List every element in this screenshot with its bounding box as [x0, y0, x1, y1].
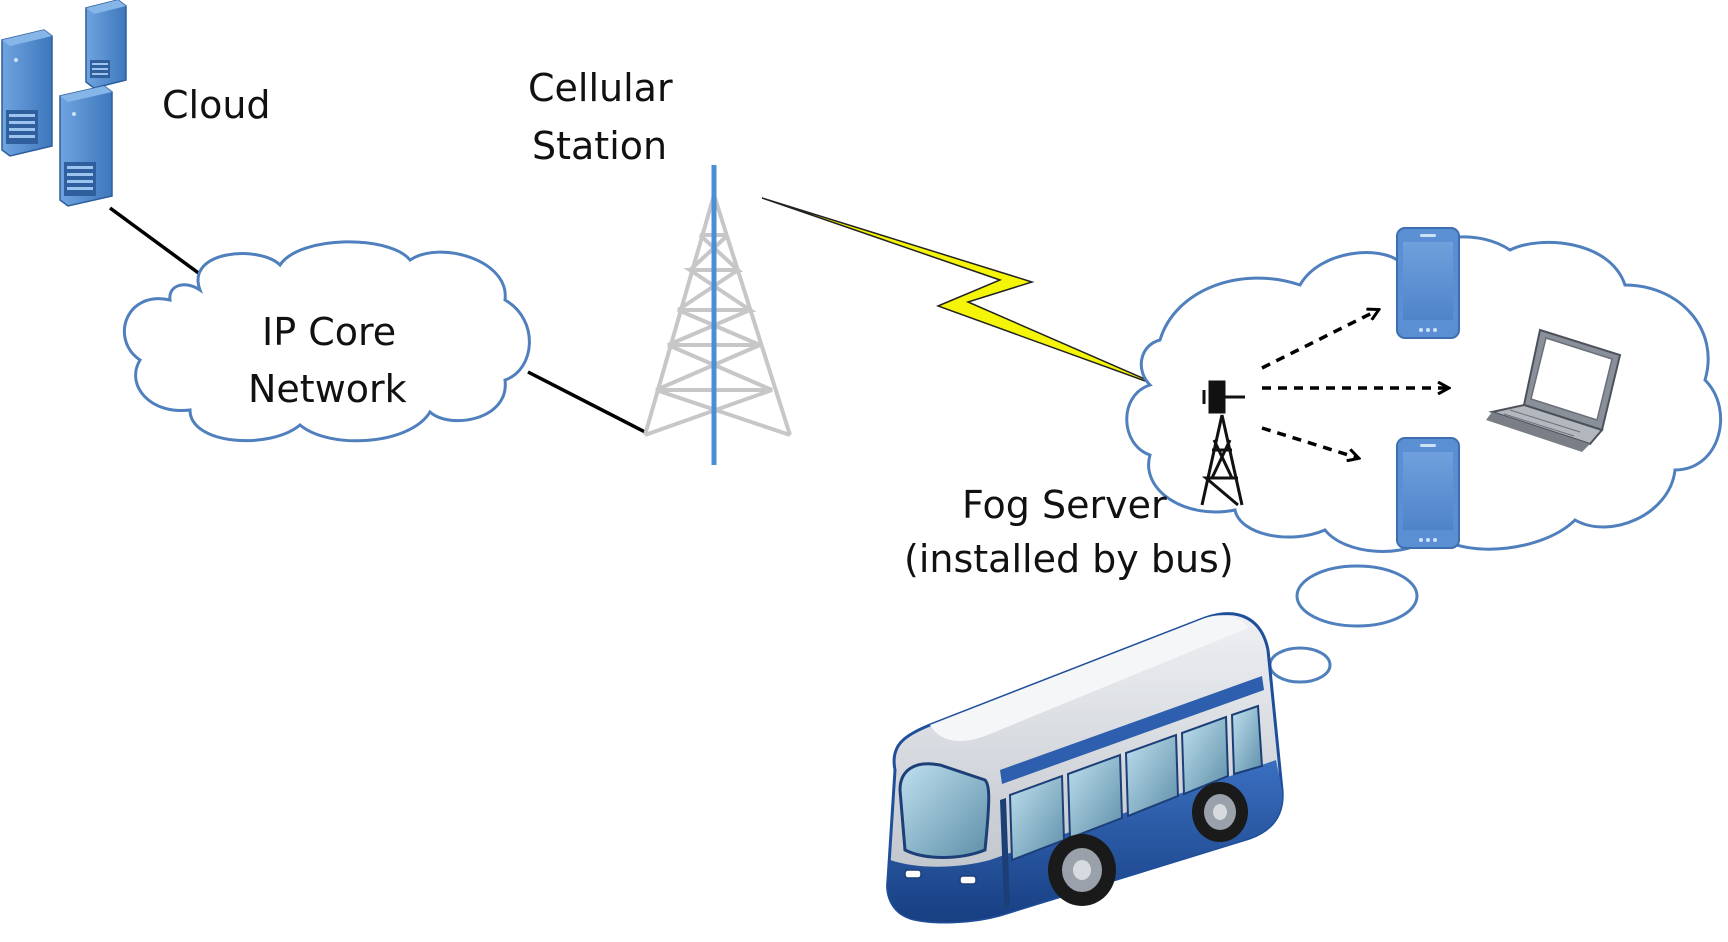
cloud-to-core-link [108, 206, 210, 282]
thought-bubble-small [1268, 646, 1332, 684]
ip-core-network-cloud [122, 240, 531, 443]
cellular-label-line2: Station [532, 124, 667, 168]
laptop-icon [1486, 328, 1622, 452]
fog-arrows [1261, 310, 1448, 458]
fog-server-label-line2: (installed by bus) [904, 537, 1234, 581]
ip-core-label-line1: IP Core [262, 310, 396, 354]
thought-bubble-large [1295, 564, 1419, 628]
smartphone-bottom-icon [1396, 437, 1460, 549]
cellular-label-line1: Cellular [528, 66, 673, 110]
cloud-servers-icon [1, 0, 127, 207]
arrow-to-phone-bottom [1261, 426, 1358, 458]
arrow-to-phone-top [1261, 310, 1378, 370]
smartphone-top-icon [1396, 227, 1460, 339]
cloud-label: Cloud [162, 83, 271, 127]
bus-icon [886, 612, 1284, 924]
wireless-lightning-link [761, 197, 1171, 391]
core-to-tower-link [527, 370, 646, 434]
fog-server-label-line1: Fog Server [962, 483, 1167, 527]
ip-core-label-line2: Network [248, 367, 407, 411]
fog-antenna-icon [1200, 380, 1245, 507]
cell-tower-icon [643, 165, 792, 465]
